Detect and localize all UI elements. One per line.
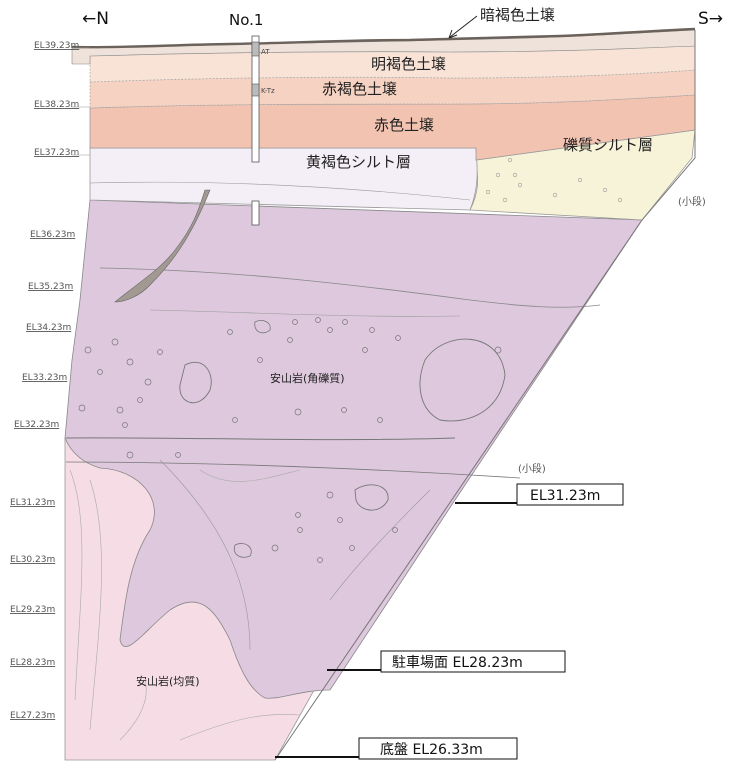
label-leader-arrowhead bbox=[448, 29, 458, 39]
small-clasts bbox=[78, 317, 502, 563]
large-clast bbox=[179, 362, 212, 404]
fracture-lines bbox=[69, 469, 301, 741]
label-dark-brown-soil: 暗褐色土壌 bbox=[480, 6, 555, 24]
large-clast bbox=[254, 320, 271, 334]
boring-marker-at-label: AT bbox=[261, 48, 270, 56]
callout-box bbox=[516, 483, 624, 506]
label-andesite-homogeneous: 安山岩(均質) bbox=[136, 674, 200, 688]
elevation-label: EL32.23m bbox=[14, 420, 59, 430]
callout-parking: 駐車場面 EL28.23m bbox=[327, 650, 566, 673]
boring-column-lower bbox=[251, 200, 260, 226]
elevation-scale: EL39.23m EL38.23m EL37.23m EL36.23m EL35… bbox=[10, 41, 90, 721]
label-step-upper: (小段) bbox=[678, 195, 706, 208]
breccia-band-line bbox=[99, 267, 601, 308]
layer-yellow-brown-silt bbox=[89, 147, 478, 211]
elevation-label: EL39.23m bbox=[34, 41, 79, 51]
callout-parking-text: 駐車場面 EL28.23m bbox=[392, 654, 523, 671]
breccia-band-line bbox=[65, 437, 456, 441]
large-clast bbox=[233, 543, 252, 558]
ground-surface-line bbox=[71, 27, 696, 49]
boring-marker-ktz bbox=[251, 83, 260, 97]
slope-outline bbox=[274, 30, 696, 761]
boring-column-upper bbox=[251, 35, 260, 163]
gravel-seam bbox=[114, 189, 211, 303]
label-step-lower: (小段) bbox=[518, 462, 546, 475]
breccia-band-line bbox=[329, 489, 431, 601]
elevation-label: EL35.23m bbox=[28, 282, 73, 292]
elevation-label: EL38.23m bbox=[34, 100, 79, 110]
direction-north: ←N bbox=[82, 9, 109, 29]
elevation-label: EL29.23m bbox=[10, 605, 55, 615]
large-clast bbox=[419, 338, 506, 422]
callout-el31: EL31.23m bbox=[455, 483, 624, 506]
elevation-label: EL37.23m bbox=[34, 148, 79, 158]
breccia-band-line bbox=[159, 459, 251, 651]
elevation-label: EL34.23m bbox=[26, 323, 71, 333]
label-yellow-brown-silt: 黄褐色シルト層 bbox=[306, 153, 411, 171]
elevation-label: EL27.23m bbox=[10, 711, 55, 721]
label-red-soil: 赤色土壌 bbox=[374, 116, 434, 134]
callout-box bbox=[380, 650, 566, 673]
boring-marker-ktz-label: K-Tz bbox=[261, 87, 275, 95]
breccia-band-line bbox=[149, 309, 461, 317]
elevation-label: EL30.23m bbox=[10, 555, 55, 565]
large-clast bbox=[354, 484, 389, 511]
label-leader-dark-brown bbox=[449, 15, 478, 38]
callout-base: 底盤 EL26.33m bbox=[275, 737, 518, 760]
elevation-label: EL36.23m bbox=[30, 230, 75, 240]
elevation-label: EL31.23m bbox=[10, 498, 55, 508]
direction-south: S→ bbox=[698, 9, 723, 29]
silt-lower-line bbox=[89, 181, 471, 201]
label-andesite-breccia: 安山岩(角礫質) bbox=[270, 371, 345, 385]
elevation-label: EL33.23m bbox=[22, 373, 67, 383]
callout-box bbox=[358, 737, 518, 760]
breccia-band-line bbox=[65, 461, 521, 479]
label-gravel-silt: 礫質シルト層 bbox=[563, 136, 653, 154]
label-light-brown-soil: 明褐色土壌 bbox=[371, 55, 446, 73]
layer-andesite-breccia bbox=[64, 199, 643, 699]
boring-marker-at bbox=[251, 41, 260, 57]
elevation-label: EL28.23m bbox=[10, 658, 55, 668]
boring-label: No.1 bbox=[229, 11, 263, 29]
callout-el31-text: EL31.23m bbox=[530, 488, 600, 504]
label-red-brown-soil: 赤褐色土壌 bbox=[322, 80, 397, 98]
callout-base-text: 底盤 EL26.33m bbox=[380, 742, 483, 758]
